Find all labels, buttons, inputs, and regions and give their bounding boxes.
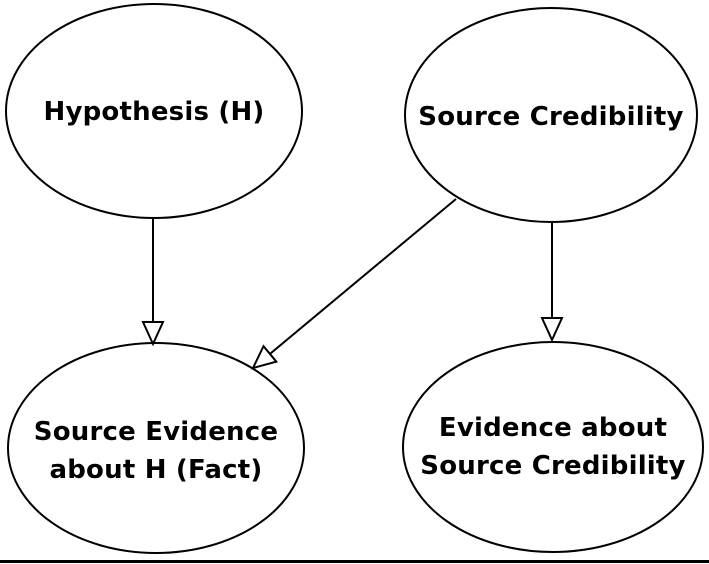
node-label-line: Source Credibility (418, 102, 684, 132)
node-label-source-credibility: Source Credibility (418, 98, 683, 136)
node-label-line: Source Evidence (33, 417, 279, 447)
node-label-source-evidence-about-h: Source Evidence about H (Fact) (34, 413, 278, 489)
node-label-line: Hypothesis (H) (43, 97, 265, 127)
node-label-evidence-about-source-credibility: Evidence about Source Credibility (420, 409, 685, 485)
node-label-line: Source Credibility (420, 451, 686, 481)
node-label-line: Evidence about (438, 413, 668, 443)
node-label-line: about H (Fact) (49, 455, 263, 485)
arrow-source-credibility-to-source-evidence (251, 198, 457, 370)
node-label-hypothesis: Hypothesis (H) (44, 93, 265, 131)
